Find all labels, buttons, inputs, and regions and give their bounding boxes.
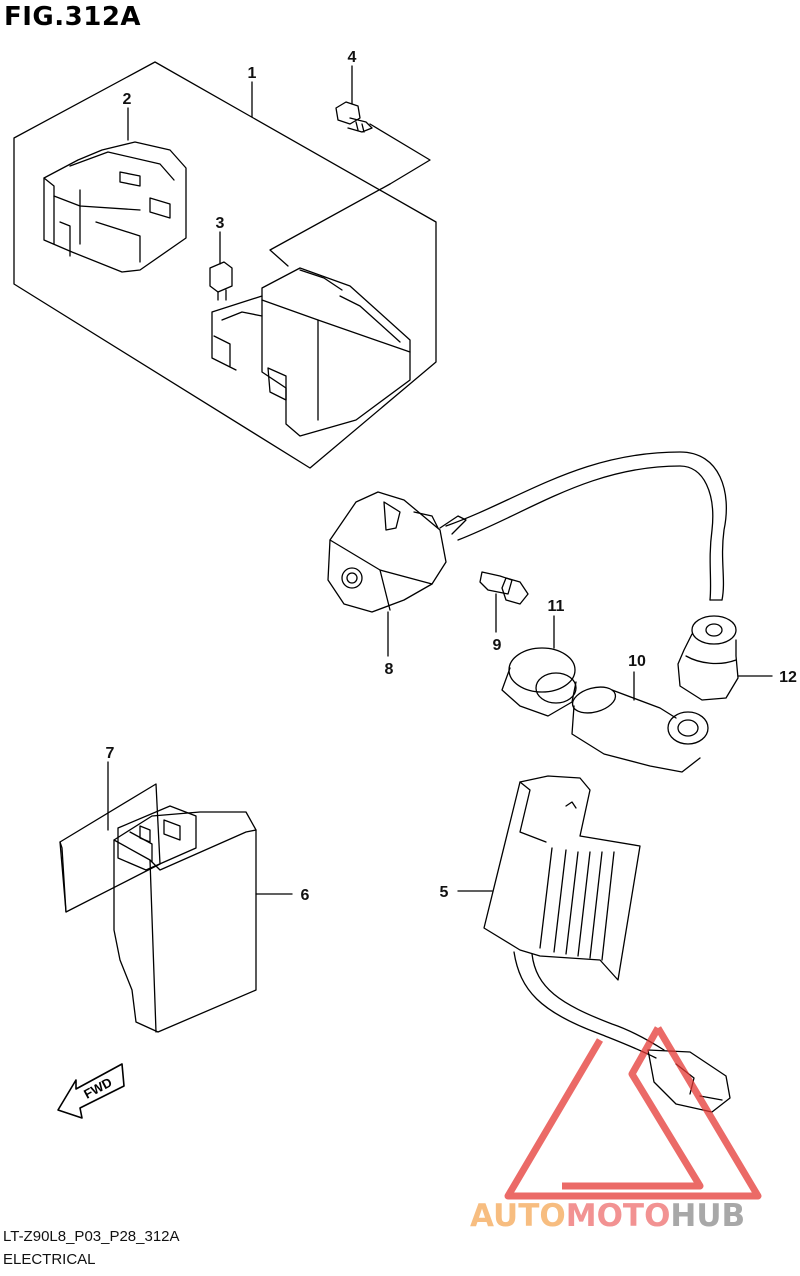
watermark-auto: AUTO xyxy=(470,1198,566,1234)
callout-3: 3 xyxy=(216,215,225,232)
callout-4: 4 xyxy=(348,49,357,66)
fwd-arrow xyxy=(57,1063,125,1119)
part-12-plug-cap xyxy=(677,615,739,701)
part-6-module xyxy=(113,805,257,1033)
callout-6: 6 xyxy=(301,887,310,904)
part-9-bolt xyxy=(479,571,529,605)
callout-11: 11 xyxy=(548,598,565,615)
watermark-moto: MOTO xyxy=(566,1198,671,1234)
callout-1: 1 xyxy=(248,65,257,82)
part-2-cover xyxy=(43,141,187,273)
part-3-fuse xyxy=(209,261,233,301)
part-11-cap xyxy=(501,647,577,717)
drawing-code: LT-Z90L8_P03_P28_312A xyxy=(3,1228,180,1245)
callout-9: 9 xyxy=(493,637,502,654)
watermark-hub: HUB xyxy=(670,1198,745,1234)
part-5-rectifier xyxy=(483,775,731,1113)
part-4-bolt xyxy=(335,101,373,133)
part-8-solenoid xyxy=(327,451,727,613)
callout-5: 5 xyxy=(440,884,449,901)
kit-box-outline xyxy=(13,61,437,469)
watermark-logo xyxy=(504,1026,762,1200)
watermark-text: AUTOMOTOHUB xyxy=(470,1198,745,1234)
callout-2: 2 xyxy=(123,91,132,108)
section-name: ELECTRICAL xyxy=(3,1251,96,1268)
callout-8: 8 xyxy=(385,661,394,678)
part-8-cable xyxy=(445,451,727,601)
figure-title: FIG.312A xyxy=(4,2,142,32)
part-5-harness xyxy=(513,951,657,1059)
callout-7: 7 xyxy=(106,745,115,762)
part-10-boot xyxy=(571,686,709,773)
part-7-pad xyxy=(59,783,161,913)
part-1-relay xyxy=(211,267,411,437)
callout-10: 10 xyxy=(628,653,646,670)
callout-12: 12 xyxy=(779,669,797,686)
